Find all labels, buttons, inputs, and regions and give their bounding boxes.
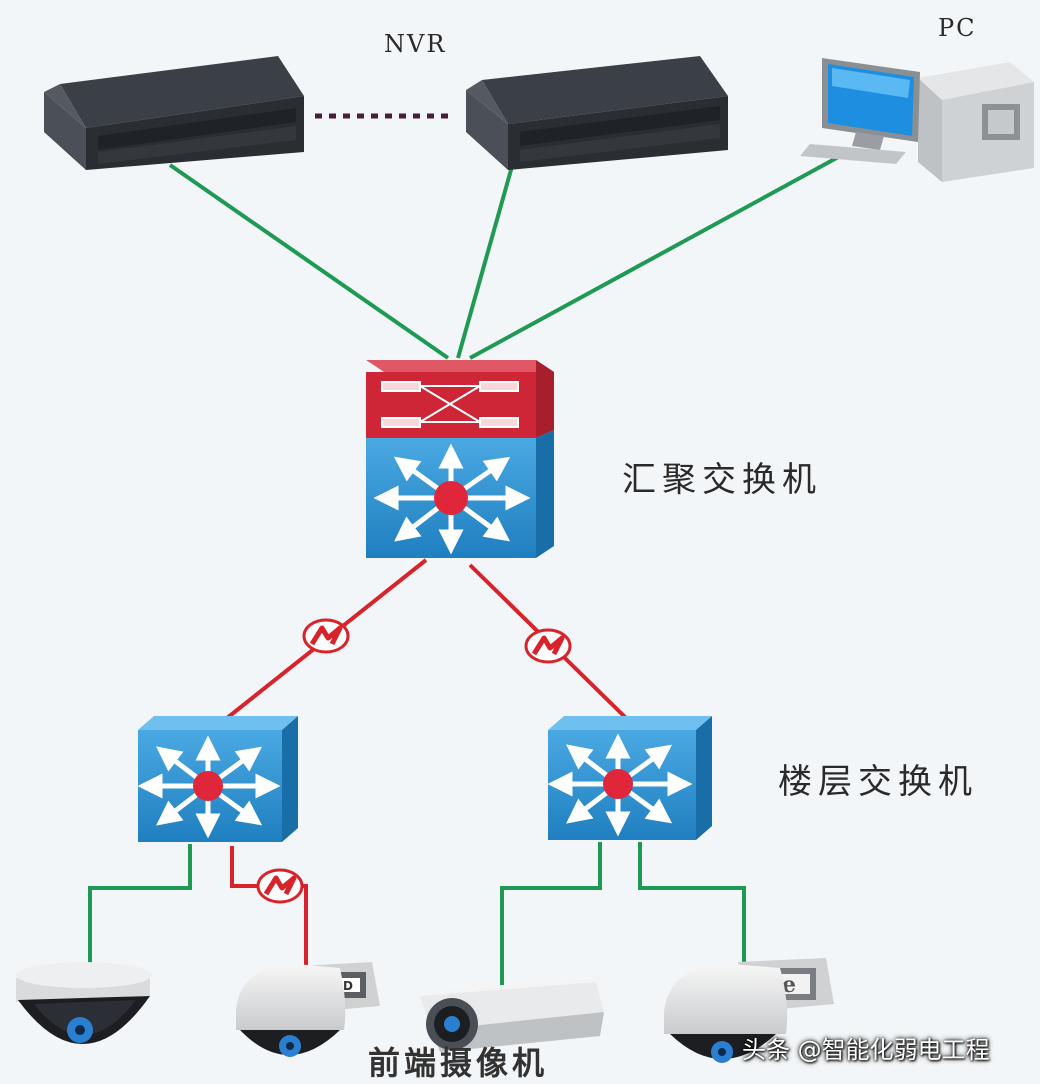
front-cameras-label: 前端摄像机 [368, 1044, 549, 1082]
dome-camera-icon [16, 962, 152, 1045]
ethernet-link-pc-core [469, 153, 843, 360]
nvr-label: NVR [384, 30, 447, 58]
fiber-link-floor1-camera2 [230, 846, 308, 966]
fiber-link-icon [256, 868, 304, 904]
ethernet-link-floor2-camera3 [500, 842, 602, 985]
floor-switch-label: 楼层交换机 [778, 762, 978, 802]
svg-text:e: e [782, 972, 796, 998]
ptz-camera-icon: e [664, 958, 834, 1063]
ethernet-link-nvr2-core [456, 144, 520, 359]
fiber-link-icon [302, 618, 350, 654]
ethernet-link-floor1-camera1 [88, 844, 192, 965]
desktop-pc-icon [800, 58, 1034, 182]
core-switch-label: 汇聚交换机 [622, 460, 822, 500]
ethernet-link-floor2-camera4 [638, 842, 746, 962]
nvr-recorder-icon [466, 56, 728, 170]
watermark: 头条 @智能化弱电工程 [742, 1036, 990, 1064]
ptz-camera-icon: HD [236, 962, 380, 1057]
pc-label: PC [938, 14, 977, 42]
layer3-core-switch-icon [366, 360, 554, 558]
access-switch-icon [547, 716, 712, 840]
bullet-camera-icon [420, 978, 604, 1052]
ethernet-link-nvr1-core [168, 163, 450, 360]
fiber-link-icon [524, 628, 572, 664]
nvr-recorder-icon [44, 56, 304, 170]
access-switch-icon [137, 716, 298, 842]
